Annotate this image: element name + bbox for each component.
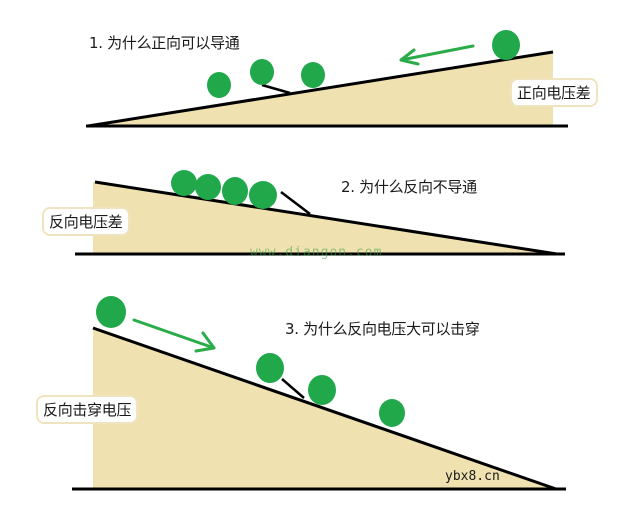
- ball: [195, 174, 221, 200]
- panel-3-ramp: [72, 296, 566, 491]
- breakdown-voltage-label: 反向击穿电压: [36, 395, 139, 424]
- panel-2-title: 2. 为什么反向不导通: [341, 178, 477, 196]
- slope-line: [94, 180, 558, 256]
- barrier-stick: [261, 83, 291, 95]
- slope-line: [92, 326, 557, 491]
- ball: [222, 177, 248, 205]
- arrow-right-down-icon: [132, 318, 216, 353]
- ball: [301, 62, 325, 88]
- panel-2-ramp: [75, 170, 565, 256]
- watermark-center: www.diangon.com: [250, 245, 383, 260]
- panel-1-title: 1. 为什么正向可以导通: [89, 34, 240, 52]
- ball: [308, 375, 336, 405]
- reverse-voltage-label: 反向电压差: [42, 207, 130, 236]
- forward-voltage-label: 正向电压差: [510, 78, 598, 107]
- arrow-left-icon: [399, 44, 475, 66]
- barrier-stick: [281, 378, 305, 399]
- ball: [250, 59, 274, 85]
- ball: [492, 30, 520, 60]
- ball: [171, 170, 197, 196]
- watermark-corner: ybx8.cn: [445, 469, 500, 484]
- ball: [256, 353, 284, 383]
- barrier-stick: [280, 191, 311, 215]
- slope-line: [87, 50, 554, 128]
- panel-3-title: 3. 为什么反向电压大可以击穿: [285, 320, 480, 338]
- ball: [96, 296, 126, 328]
- panel-1-ramp: [86, 30, 568, 128]
- ball: [207, 72, 231, 98]
- ball: [379, 399, 405, 427]
- ball: [249, 181, 277, 209]
